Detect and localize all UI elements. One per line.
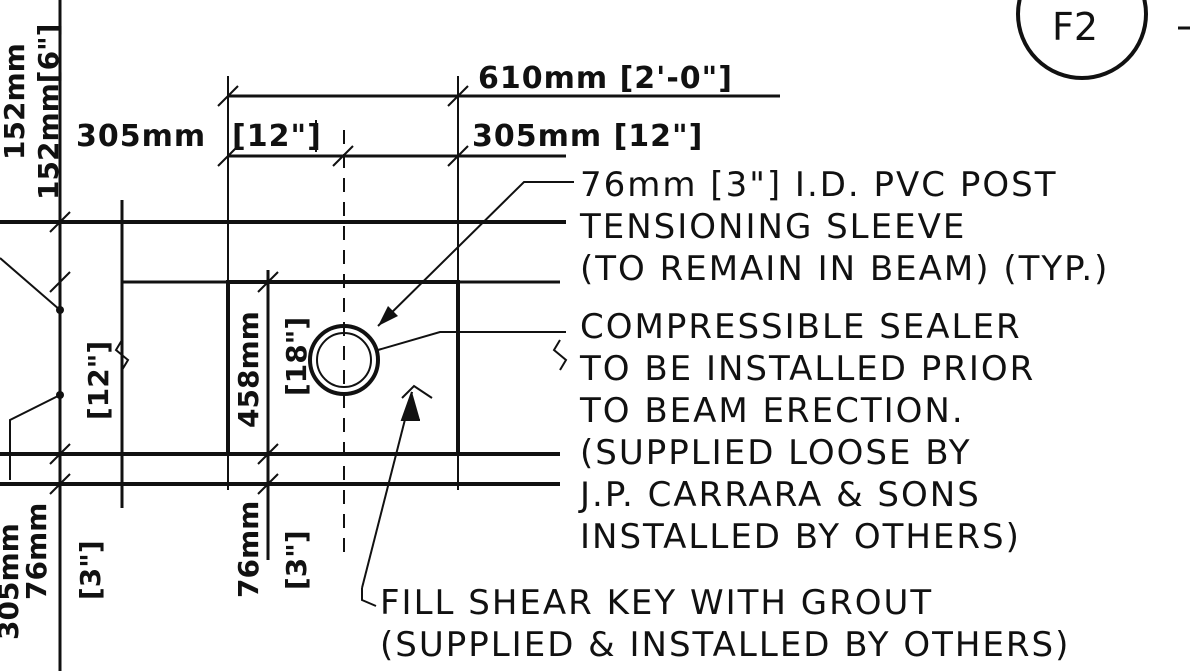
pvc-sleeve [308, 324, 380, 396]
dimension-left-mid-imperial: [12"] [82, 341, 115, 420]
dimension-bottom-depth: 76mm [232, 501, 265, 598]
dimension-left-half-metric: 305mm [76, 119, 206, 154]
detail-tag-label: F2 [1052, 5, 1098, 49]
beam-section [0, 130, 568, 560]
dimension-left-top-cut: 152mm [0, 43, 31, 160]
note-sealer-line-6: INSTALLED BY OTHERS) [580, 517, 1021, 557]
dimension-half-widths: 305mm [12"] 305mm [12"] [76, 119, 703, 167]
note-sleeve-line-1: 76mm [3"] I.D. PVC POST [580, 165, 1057, 205]
note-grout-line-1: FILL SHEAR KEY WITH GROUT [380, 583, 933, 623]
note-sealer-line-5: J.P. CARRARA & SONS [578, 475, 981, 515]
dimension-left-half-imperial: [12"] [232, 119, 322, 154]
dimension-overall-label: 610mm [2'-0"] [478, 61, 733, 96]
leaders [361, 181, 574, 607]
note-sealer: COMPRESSIBLE SEALER TO BE INSTALLED PRIO… [578, 307, 1035, 557]
dimension-left-bottom-imperial: [3"] [74, 540, 107, 600]
note-grout-line-2: (SUPPLIED & INSTALLED BY OTHERS) [380, 625, 1070, 665]
note-sealer-line-3: TO BEAM ERECTION. [579, 391, 965, 431]
note-sleeve: 76mm [3"] I.D. PVC POST TENSIONING SLEEV… [579, 165, 1109, 289]
note-sealer-line-4: (SUPPLIED LOOSE BY [580, 433, 972, 473]
note-sleeve-line-2: TENSIONING SLEEVE [579, 207, 966, 247]
dimension-left-bottom-metric: 76mm [20, 503, 53, 600]
detail-tag: F2 [1016, 0, 1190, 80]
note-grout: FILL SHEAR KEY WITH GROUT (SUPPLIED & IN… [380, 583, 1070, 665]
dimension-right-half: 305mm [12"] [472, 119, 703, 154]
dimension-key-verticals: 458mm [18"] 76mm [3"] [232, 271, 313, 598]
dimension-key-height: 458mm [232, 311, 265, 428]
dimension-left-verticals: 152mm 152mm[6"] [12"] 305mm 76mm [3"] [0, 0, 115, 671]
dimension-bottom-depth-imperial: [3"] [280, 530, 313, 590]
note-sealer-line-1: COMPRESSIBLE SEALER [580, 307, 1022, 347]
dimension-left-bottom-cut: 305mm [0, 523, 25, 640]
dimension-left-top-imperial: 152mm[6"] [32, 24, 65, 200]
note-sealer-line-2: TO BE INSTALLED PRIOR [579, 349, 1035, 389]
note-sleeve-line-3: (TO REMAIN IN BEAM) (TYP.) [580, 249, 1109, 289]
dimension-key-height-imperial: [18"] [280, 317, 313, 396]
